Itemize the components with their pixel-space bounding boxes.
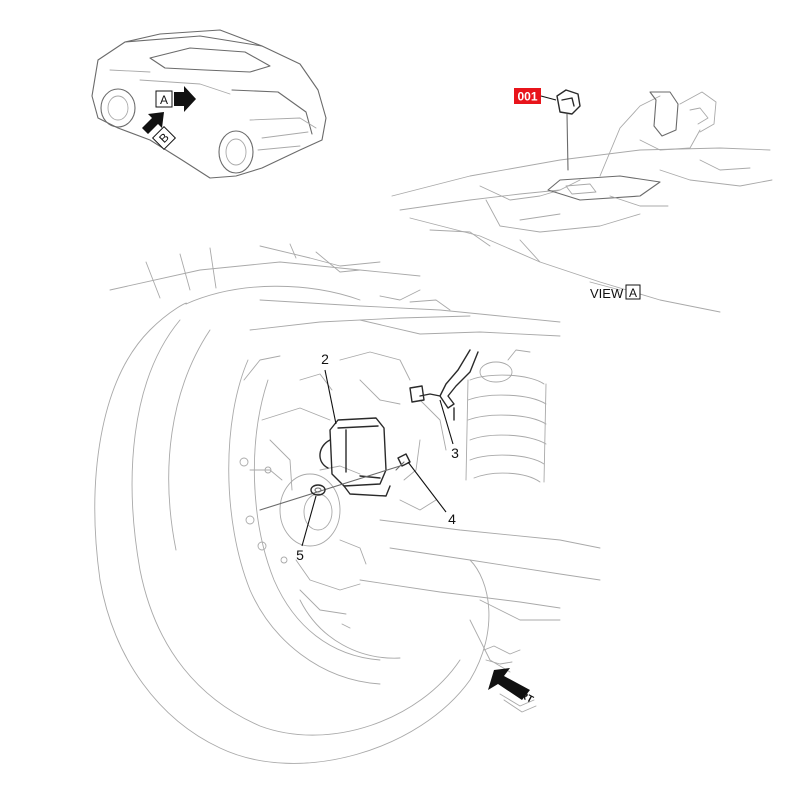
- wheel-assembly-view: [94, 243, 601, 764]
- arrow-right-icon: [174, 86, 196, 112]
- view-label-box: A: [629, 286, 637, 300]
- view-a-marker-label: A: [160, 93, 168, 107]
- part-3-harness: [409, 349, 479, 421]
- callout-leaders: [301, 369, 454, 547]
- view-a-label: VIEW A: [590, 284, 641, 301]
- interior-console-view: [391, 91, 773, 313]
- part-5-grommet: [310, 484, 326, 496]
- view-a-marker: A: [155, 86, 196, 112]
- vehicle-overview: [91, 29, 327, 179]
- highlighted-part-001: 001: [514, 88, 581, 171]
- callout-2: 2: [321, 351, 329, 367]
- part-4-bolt: [259, 453, 411, 511]
- callout-5: 5: [296, 547, 304, 563]
- front-arrow-label: FRT: [513, 687, 535, 706]
- front-arrow-icon: [488, 668, 530, 700]
- front-direction-indicator: FRT: [488, 668, 537, 713]
- callout-4: 4: [448, 511, 456, 527]
- part-tag-001-label: 001: [517, 90, 537, 104]
- part-tag-001: [514, 88, 541, 104]
- view-label-word: VIEW: [590, 286, 624, 301]
- callout-3: 3: [451, 445, 459, 461]
- arrow-up-left-icon: [142, 112, 164, 134]
- coil-spring: [465, 349, 547, 483]
- view-b-marker: B: [142, 112, 177, 151]
